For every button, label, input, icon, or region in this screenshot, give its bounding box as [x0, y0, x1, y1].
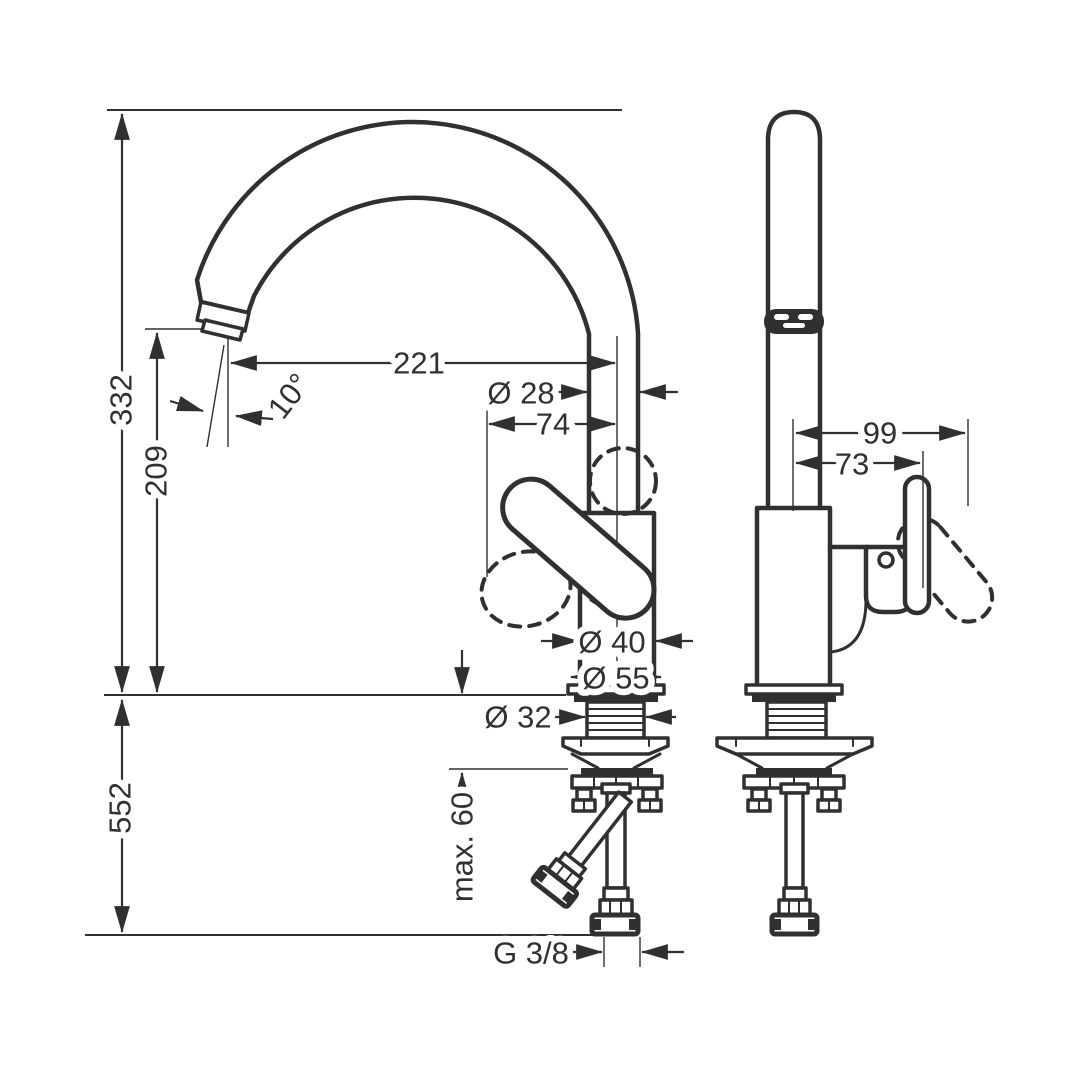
dim-overall-height-label: 332 [104, 374, 139, 426]
nut-notch-right-front [808, 919, 817, 930]
dim-under-counter-label: 552 [103, 782, 138, 834]
nut-notch-right [629, 919, 638, 930]
dim-spout-height-label: 209 [139, 445, 174, 497]
angled-connector-line-2 [563, 871, 574, 884]
flange-wedge-right [632, 752, 662, 770]
joint-band-dark [764, 309, 824, 334]
dim-base-diameter-label: Ø 55 [582, 661, 649, 696]
dim-pipe-diameter-label: Ø 28 [487, 376, 554, 411]
dim-shank-diameter-label: Ø 32 [484, 700, 551, 735]
spout-joint-band [764, 309, 824, 334]
dimension-annotations: 332 209 552 221 10° Ø 28 74 Ø 40 Ø 55 Ø … [96, 112, 969, 977]
dim-spout-angle-label: 10° [261, 367, 317, 425]
threaded-shank [585, 700, 646, 740]
hose-collar [602, 886, 630, 902]
handle-base-curve [829, 598, 868, 654]
dim-body-diameter-label: Ø 40 [578, 625, 645, 660]
dim-spout-reach-label: 221 [393, 346, 445, 381]
hose-collar-front [782, 886, 808, 902]
dim-handle-clearance-label: 74 [536, 407, 570, 442]
mounting-flange-front [715, 736, 874, 756]
shank-thread-lines-front [768, 708, 825, 731]
spout-aerator-band [195, 300, 251, 333]
dim-counter-thickness-label: max. 60 [445, 792, 480, 902]
flange-wedge-left-front [734, 752, 764, 770]
escutcheon-band-front [752, 694, 836, 702]
reference-lines [85, 109, 622, 936]
handle-screw-hole [877, 551, 895, 569]
shank-thread-lines [588, 708, 643, 731]
spout-aerator-tip [200, 318, 245, 342]
escutcheon-cap-front [744, 683, 844, 696]
handle-raised-position-dashed [588, 446, 658, 516]
front-view [715, 109, 995, 937]
spout-outline [194, 119, 641, 519]
handle-lever [500, 476, 657, 621]
dim-handle-reach-label: 99 [863, 416, 897, 451]
nut-notch-left [592, 919, 601, 930]
dim-supply-connection-label: G 3/8 [493, 936, 569, 971]
dim-angle-right-arrow [234, 410, 274, 426]
supply-hose-front [784, 791, 805, 890]
joint-highlight-3 [783, 323, 805, 328]
threaded-shank-front [765, 700, 828, 740]
flange-wedge-right-front [825, 752, 855, 770]
dim-angle-left-arrow [169, 395, 205, 413]
nut-notch-left-front [772, 919, 781, 930]
supply-hose-angled [530, 790, 634, 909]
dim-handle-offset-label: 73 [835, 447, 869, 482]
joint-highlight-1 [774, 314, 789, 320]
faucet-body-front [754, 505, 833, 691]
side-view [194, 119, 670, 937]
mounting-nut-band-front [756, 768, 832, 775]
flange-wedge-left [570, 752, 600, 770]
spout-angle-line [206, 344, 225, 448]
escutcheon-band [574, 694, 658, 702]
angled-nut-notch-right [561, 890, 576, 905]
mounting-flange [561, 736, 670, 756]
angled-nut-notch-left [534, 869, 548, 883]
handle-lever-front [902, 474, 932, 616]
joint-highlight-2 [798, 314, 813, 320]
angled-connector-line-1 [555, 864, 565, 877]
mounting-nut-band [581, 768, 653, 775]
